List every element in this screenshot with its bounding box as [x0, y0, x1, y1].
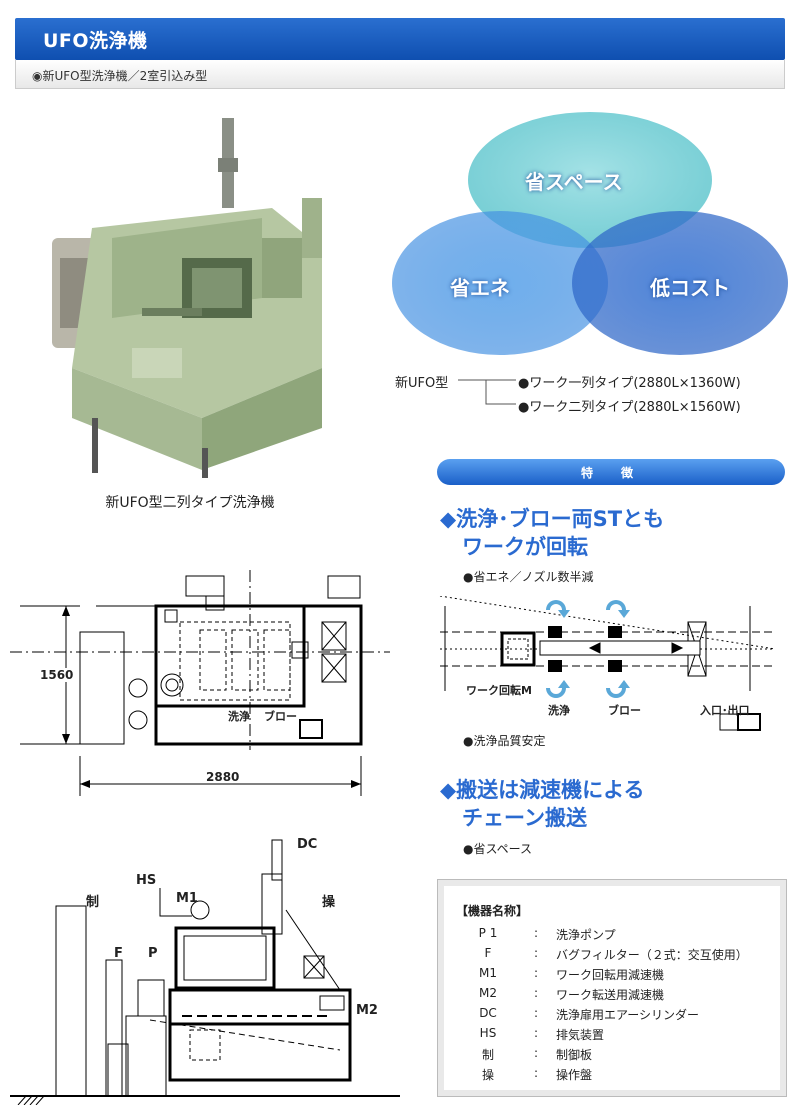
rotation-flow-diagram	[439, 596, 776, 731]
flow-label-inout: 入口･出口	[700, 704, 750, 717]
equipment-legend: 【機器名称】 P 1:洗浄ポンプ F:バグフィルター（２式：交互使用） M1:ワ…	[437, 879, 787, 1097]
flow-label-wash: 洗浄	[548, 704, 570, 717]
flow-label-blow: ブロー	[608, 704, 641, 717]
model-item-2: ●ワーク二列タイプ(2880L×1560W)	[518, 400, 741, 415]
page-title: UFO洗浄機	[43, 30, 148, 52]
venn-circles	[392, 112, 788, 355]
feature-2-line1: ◆搬送は減速機による	[440, 778, 645, 802]
side-view-drawing	[10, 839, 400, 1105]
dim-height-label: 1560	[40, 668, 74, 682]
side-label-m1: M1	[176, 891, 198, 906]
side-label-ctrl: 制	[86, 895, 100, 910]
feature-1-heading: ◆洗浄･ブロー両STとも ワークが回転	[440, 505, 664, 561]
feature-1-note-1: ●省エネ／ノズル数半減	[463, 570, 594, 584]
flow-label-work-rotation: ワーク回転M	[466, 684, 532, 697]
plan-label-blow: ブロー	[264, 710, 297, 723]
feature-2-line2: チェーン搬送	[462, 806, 587, 830]
legend-title: 【機器名称】	[456, 904, 529, 918]
venn-label-space: 省スペース	[525, 170, 623, 194]
model-item-1: ●ワーク一列タイプ(2880L×1360W)	[518, 376, 741, 391]
dim-width-label: 2880	[206, 770, 240, 784]
features-banner-label: 特 徴	[580, 466, 641, 480]
model-name: 新UFO型	[395, 376, 449, 391]
machine-photo	[32, 118, 322, 480]
feature-2-heading: ◆搬送は減速機による チェーン搬送	[440, 776, 645, 832]
side-label-m2: M2	[356, 1003, 378, 1018]
features-banner: 特 徴	[437, 459, 785, 485]
model-connector	[458, 379, 516, 405]
feature-1-line2: ワークが回転	[462, 535, 588, 559]
subtitle-bar: ◉新UFO型洗浄機／2室引込み型	[15, 60, 785, 89]
photo-caption: 新UFO型二列タイプ洗浄機	[105, 495, 275, 511]
side-label-f: F	[114, 946, 123, 961]
plan-view-drawing	[10, 570, 390, 796]
plan-label-wash: 洗浄	[228, 710, 250, 723]
venn-label-cost: 低コスト	[650, 276, 730, 300]
feature-1-line1: ◆洗浄･ブロー両STとも	[440, 507, 665, 531]
title-bar: UFO洗浄機	[15, 18, 785, 60]
side-label-hs: HS	[136, 873, 157, 888]
feature-1-note-2: ●洗浄品質安定	[463, 734, 546, 748]
feature-2-note: ●省スペース	[463, 842, 533, 856]
side-label-dc: DC	[297, 837, 318, 852]
side-label-p: P	[148, 946, 158, 961]
page-subtitle: ◉新UFO型洗浄機／2室引込み型	[32, 69, 208, 83]
side-label-ops: 操	[322, 895, 336, 910]
venn-label-energy: 省エネ	[450, 276, 510, 300]
venn-diagram: 省スペース 省エネ 低コスト	[380, 100, 790, 370]
